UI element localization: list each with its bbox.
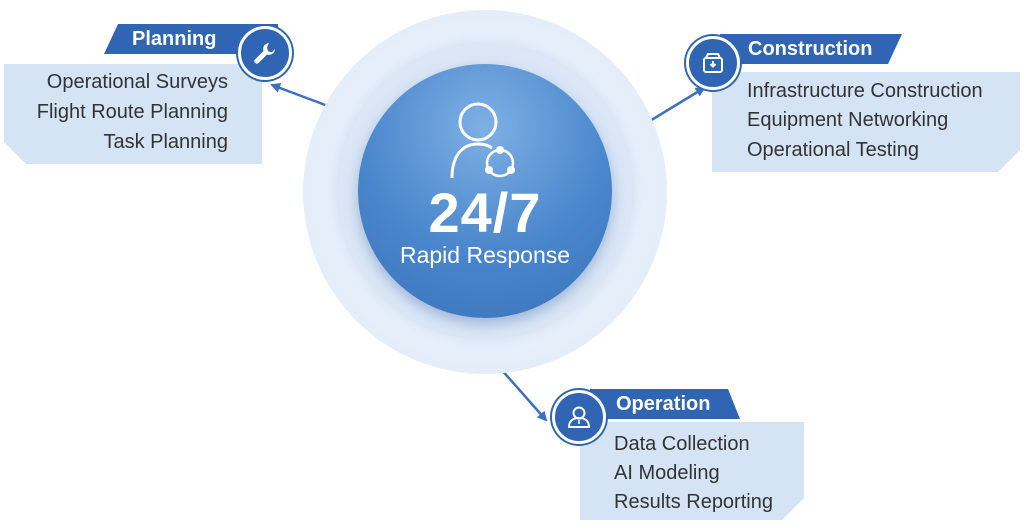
person-network-icon [450, 102, 515, 179]
construction-title: Construction [720, 34, 902, 64]
planning-item: Operational Surveys [46, 71, 228, 93]
operation-item: Data Collection [614, 433, 750, 455]
hub-subtitle: Rapid Response [399, 242, 571, 268]
operation-panel: Data Collection AI Modeling Results Repo… [580, 422, 804, 520]
construction-item: Operational Testing [747, 139, 919, 161]
planning-panel: Operational Surveys Flight Route Plannin… [4, 64, 262, 164]
construction-panel: Infrastructure Construction Equipment Ne… [712, 72, 1020, 172]
operation-badge [552, 390, 606, 444]
box-icon [703, 53, 723, 73]
operation-item: Results Reporting [614, 491, 773, 513]
wrench-icon [254, 43, 275, 64]
hub-headline: 24/7 [428, 181, 542, 244]
construction-item: Infrastructure Construction [747, 80, 983, 102]
operation-item: AI Modeling [614, 462, 720, 484]
planning-item: Task Planning [103, 131, 228, 153]
planning-item: Flight Route Planning [36, 101, 228, 123]
planning-badge [238, 26, 292, 80]
construction-badge [686, 36, 740, 90]
construction-item: Equipment Networking [747, 109, 949, 131]
user-icon [567, 406, 591, 428]
operation-title: Operation [590, 389, 740, 419]
